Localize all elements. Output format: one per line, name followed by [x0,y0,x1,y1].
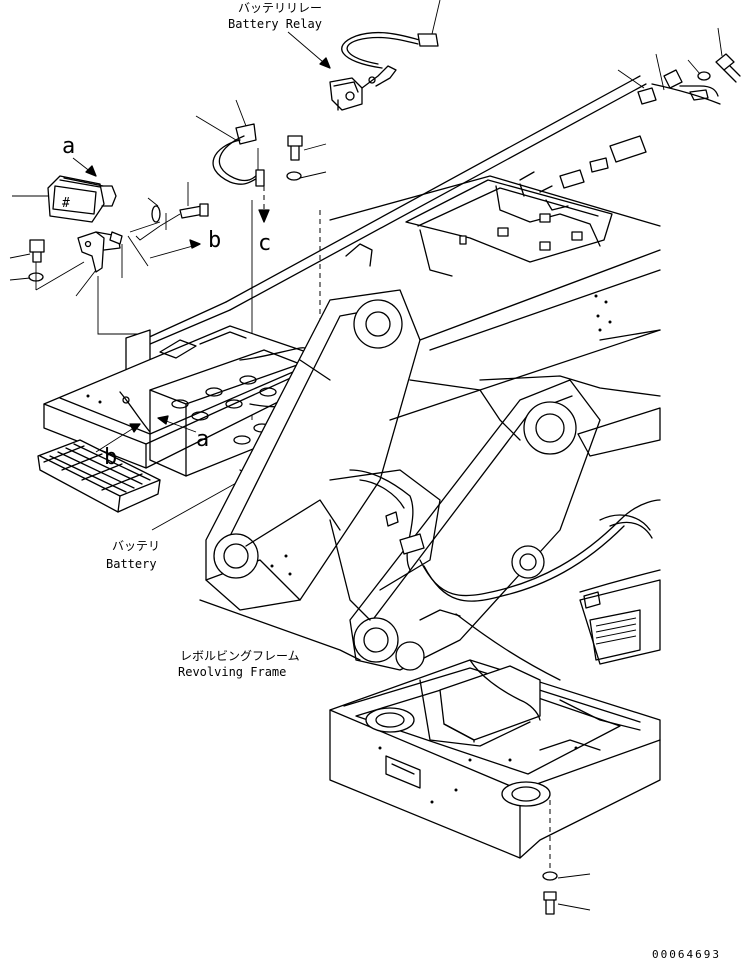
frame-deck [199,249,661,661]
svg-text:レボルビングフレーム: レボルビングフレーム [180,649,300,663]
boom-bracket-left [205,289,421,611]
boom-bracket-right [349,379,601,671]
svg-text:Battery: Battery [106,557,157,571]
work-lamp: # [12,175,117,223]
svg-text:a: a [62,134,75,159]
doc-number: 00064693 [652,948,721,961]
bolt-set-bottom [542,800,591,915]
relay-cable [341,0,441,69]
counterweight-frame [329,659,661,859]
battery-relay [329,65,397,111]
frame-harness [349,469,661,681]
svg-text:バッテリリレー: バッテリリレー [238,1,322,15]
svg-text:b: b [208,228,221,253]
relay-harness [195,99,265,187]
battery-label: バッテリ Battery [106,481,239,571]
svg-text:Revolving Frame: Revolving Frame [178,665,286,679]
bolt-set-right [617,27,741,105]
battery-box [43,325,331,491]
svg-text:#: # [62,196,70,211]
revolving-frame-label: レボルビングフレーム Revolving Frame [178,649,300,679]
right-tank [579,579,661,665]
bolt-set-top [286,135,327,181]
lamp-bracket [9,231,149,335]
svg-text:a: a [196,427,209,452]
callout-b-mid: b [95,423,141,470]
battery-relay-label: バッテリリレー Battery Relay [228,1,331,69]
battery-step [37,439,161,513]
svg-text:c: c [258,231,271,256]
upper-deck [329,135,661,277]
svg-text:b: b [104,445,117,470]
callout-b-top: b [149,228,221,259]
callout-a-mid: a [157,415,209,452]
bolt-washer-b [129,182,209,241]
callout-a-top: a [62,134,97,177]
svg-text:バッテリ: バッテリ [112,539,160,553]
svg-text:Battery Relay: Battery Relay [228,17,322,31]
